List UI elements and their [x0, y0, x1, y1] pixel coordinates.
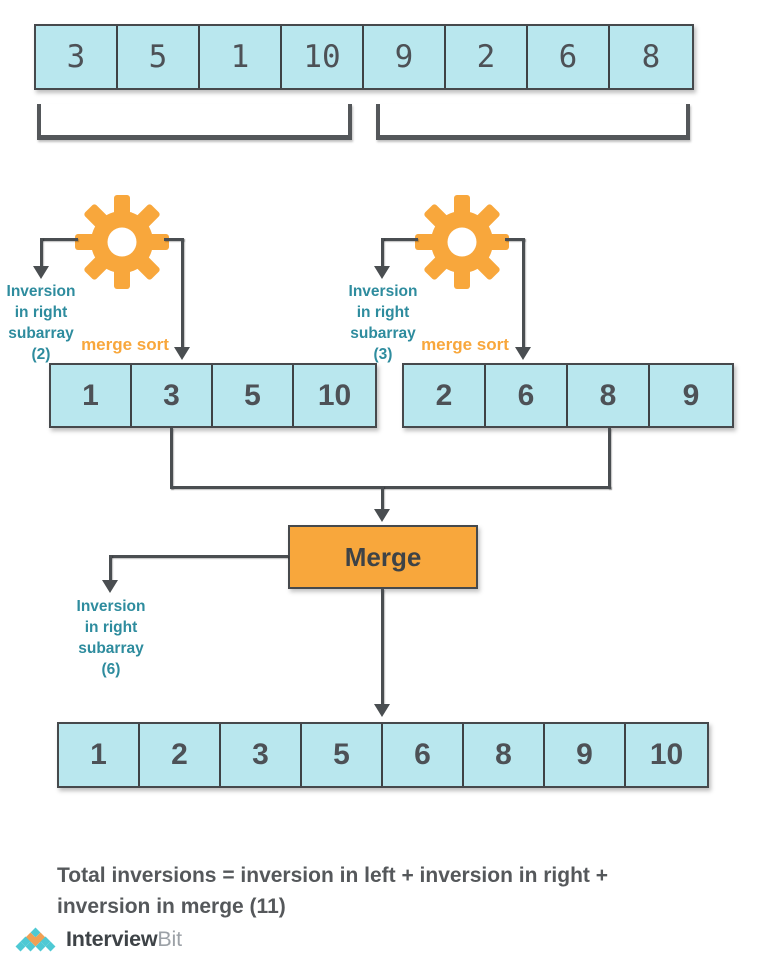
brand-text-light: Bit	[157, 927, 182, 951]
arrowhead-icon	[374, 704, 390, 717]
arrowhead-icon	[33, 266, 49, 279]
right-sorted-array: 2 6 8 9	[402, 363, 734, 428]
label-line: (2)	[31, 346, 51, 363]
funnel-line-left	[170, 428, 173, 489]
label-line: in right	[84, 619, 138, 636]
arrow-line	[40, 238, 78, 241]
split-bracket-right	[376, 104, 690, 140]
array-cell: 2	[446, 26, 528, 88]
array-cell: 8	[568, 365, 650, 426]
array-cell: 5	[302, 724, 383, 786]
arrow-line	[381, 486, 384, 511]
array-cell: 6	[486, 365, 568, 426]
arrow-line	[40, 238, 43, 268]
array-cell: 3	[36, 26, 118, 88]
label-line: Inversion	[348, 283, 418, 300]
arrowhead-icon	[374, 509, 390, 522]
array-cell: 5	[213, 365, 294, 426]
unsorted-array: 3 5 1 10 9 2 6 8	[34, 24, 694, 90]
arrowhead-icon	[374, 266, 390, 279]
arrow-line	[164, 238, 184, 241]
arrow-line	[522, 238, 525, 348]
merge-box: Merge	[288, 525, 478, 589]
arrow-line	[381, 589, 384, 706]
label-line: subarray	[350, 325, 416, 342]
total-inversions-text: Total inversions = inversion in left + i…	[57, 860, 717, 922]
brand-text-bold: Interview	[66, 927, 158, 951]
array-cell: 3	[221, 724, 302, 786]
label-line: (3)	[373, 346, 393, 363]
arrow-line	[381, 238, 418, 241]
array-cell: 8	[610, 26, 692, 88]
array-cell: 6	[383, 724, 464, 786]
gear-icon-right	[415, 195, 509, 289]
total-line-1: Total inversions = inversion in left + i…	[57, 864, 608, 887]
array-cell: 2	[140, 724, 221, 786]
array-cell: 10	[294, 365, 375, 426]
array-cell: 10	[626, 724, 707, 786]
inversion-count-label-left: Inversion in right subarray (2)	[0, 281, 83, 365]
inversion-count-label-merge: Inversion in right subarray (6)	[69, 596, 153, 680]
arrow-line	[109, 555, 288, 558]
logo-diamond-icon	[13, 927, 57, 952]
array-cell: 9	[364, 26, 446, 88]
arrow-line	[381, 238, 384, 268]
merge-sort-label-right: merge sort	[421, 335, 509, 354]
label-line: subarray	[78, 640, 144, 657]
label-line: in right	[356, 304, 410, 321]
label-line: in right	[14, 304, 68, 321]
arrow-line	[109, 555, 112, 582]
label-line: Inversion	[6, 283, 76, 300]
arrowhead-icon	[515, 347, 531, 360]
array-cell: 6	[528, 26, 610, 88]
arrowhead-icon	[102, 580, 118, 593]
array-cell: 9	[650, 365, 732, 426]
array-cell: 10	[282, 26, 364, 88]
array-cell: 2	[404, 365, 486, 426]
funnel-line-bottom	[170, 486, 611, 489]
array-cell: 1	[51, 365, 132, 426]
array-cell: 9	[545, 724, 626, 786]
inversion-count-label-right: Inversion in right subarray (3)	[341, 281, 425, 365]
arrow-line	[181, 238, 184, 348]
label-line: Inversion	[76, 598, 146, 615]
split-bracket-left	[37, 104, 352, 140]
left-sorted-array: 1 3 5 10	[49, 363, 377, 428]
array-cell: 8	[464, 724, 545, 786]
funnel-line-right	[608, 428, 611, 489]
label-line: subarray	[8, 325, 74, 342]
array-cell: 1	[59, 724, 140, 786]
gear-icon-left	[75, 195, 169, 289]
array-cell: 3	[132, 365, 213, 426]
array-cell: 5	[118, 26, 200, 88]
total-line-2: inversion in merge (11)	[57, 895, 286, 918]
merge-sort-label-left: merge sort	[81, 335, 169, 354]
arrowhead-icon	[174, 347, 190, 360]
array-cell: 1	[200, 26, 282, 88]
label-line: (6)	[101, 661, 121, 678]
arrow-line	[505, 238, 525, 241]
merged-array: 1 2 3 5 6 8 9 10	[57, 722, 709, 788]
